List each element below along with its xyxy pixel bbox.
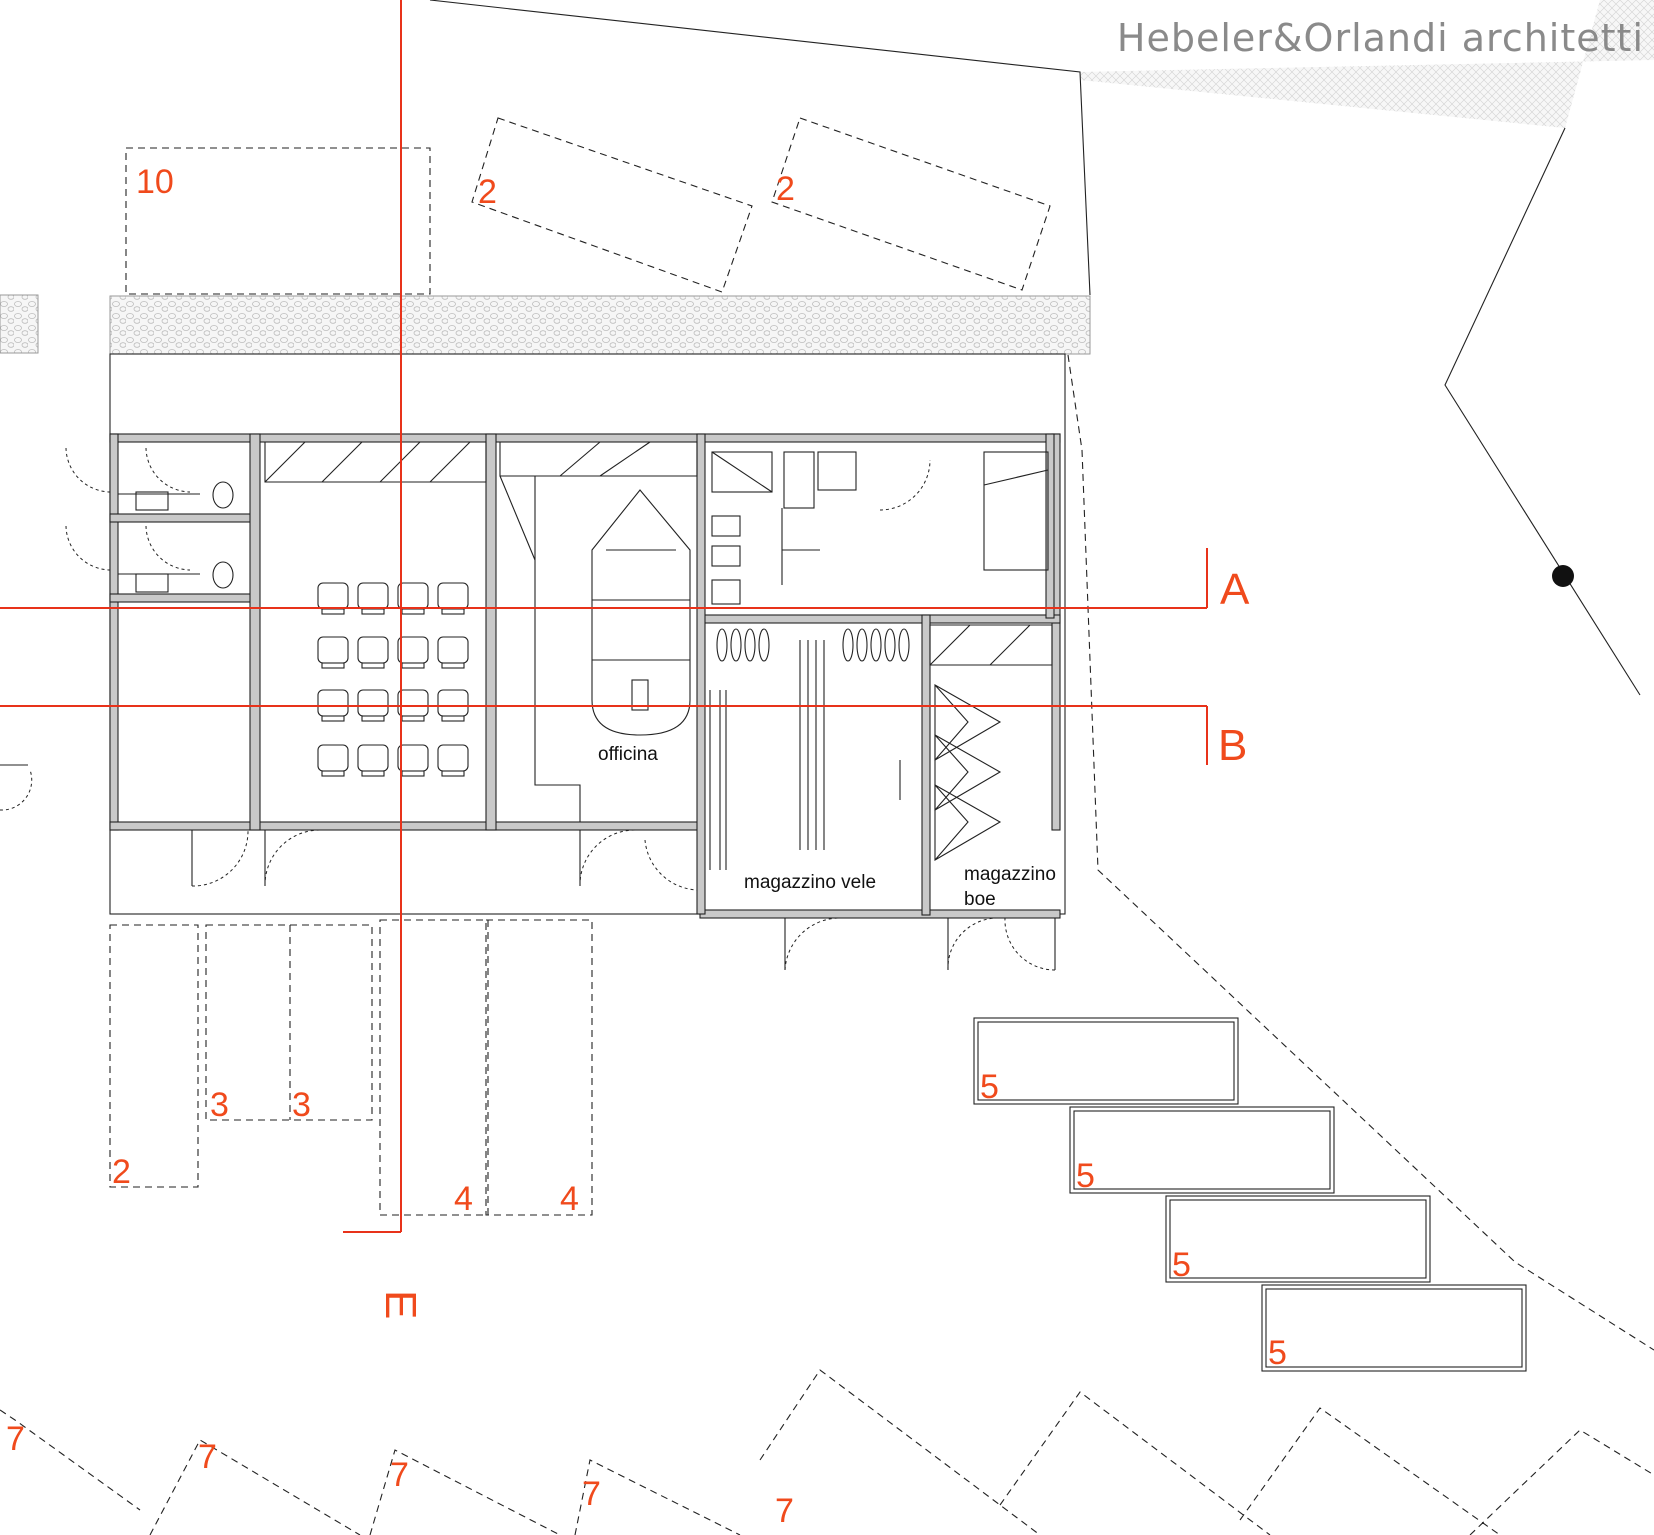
wall-v4 xyxy=(921,614,931,916)
survey-point xyxy=(1552,565,1574,587)
marker-5a: 5 xyxy=(980,1068,999,1106)
terrace-texture xyxy=(1080,0,1654,128)
boat xyxy=(591,489,691,736)
section-label-a: A xyxy=(1220,565,1250,614)
shore-line xyxy=(1444,127,1641,696)
dashed-boundary xyxy=(1067,354,1654,1351)
marker-3b: 3 xyxy=(292,1086,311,1124)
marker-2a: 2 xyxy=(478,173,497,211)
marker-3a: 3 xyxy=(210,1086,229,1124)
marker-5c: 5 xyxy=(1172,1246,1191,1284)
marker-7c: 7 xyxy=(390,1456,409,1494)
wall-v1 xyxy=(249,433,261,831)
marker-4a: 4 xyxy=(454,1180,473,1218)
boat-motor xyxy=(631,679,649,711)
wall-bottom-left xyxy=(109,821,701,831)
marker-10: 10 xyxy=(136,163,174,201)
sail-racks xyxy=(709,628,910,870)
storage-shelves-3 xyxy=(929,624,1053,666)
firm-name: Hebeler&Orlandi architetti xyxy=(1116,16,1644,60)
boat-inner xyxy=(592,549,690,661)
wall-v2 xyxy=(485,433,497,831)
workshop-ramp xyxy=(499,475,536,561)
marker-5b: 5 xyxy=(1076,1157,1095,1195)
boat-trailers xyxy=(973,1017,1527,1372)
parking-outlines xyxy=(109,117,1051,1216)
marker-7d: 7 xyxy=(582,1475,601,1513)
marker-7b: 7 xyxy=(198,1438,217,1476)
marker-7e: 7 xyxy=(775,1492,794,1530)
chairs xyxy=(317,582,469,777)
workshop-zone xyxy=(500,475,581,822)
wall-mid-horizontal xyxy=(699,614,1061,624)
wall-v5 xyxy=(1045,433,1055,619)
wall-wc-2 xyxy=(109,593,256,603)
section-label-b: B xyxy=(1218,721,1247,770)
wall-wc xyxy=(109,513,256,523)
buoy-racks xyxy=(934,684,1002,861)
section-label-e: E xyxy=(376,1290,425,1319)
pebble-path xyxy=(109,295,1091,355)
wc-fixtures xyxy=(118,481,234,593)
storage-shelves-2 xyxy=(499,441,698,477)
site-boundary xyxy=(429,0,1091,296)
room-label-magazzino-boe-2: boe xyxy=(964,889,996,910)
marker-2c: 2 xyxy=(112,1153,131,1191)
marker-2b: 2 xyxy=(776,170,795,208)
marker-4b: 4 xyxy=(560,1180,579,1218)
storage-shelves-1 xyxy=(264,441,487,483)
wall-left xyxy=(109,433,119,831)
doors xyxy=(0,447,1056,971)
mooring-outlines xyxy=(0,1369,1654,1535)
pebble-path-left xyxy=(0,294,39,354)
wall-v3 xyxy=(696,433,706,915)
parking-numbers: 10 2 2 2 3 3 4 4 5 5 5 5 7 7 7 7 7 xyxy=(6,163,1287,1530)
room-label-magazzino-vele: magazzino vele xyxy=(744,872,876,893)
section-lines xyxy=(0,0,1208,1233)
marker-7a: 7 xyxy=(6,1420,25,1458)
room-label-magazzino-boe-1: magazzino xyxy=(964,864,1056,885)
marker-5d: 5 xyxy=(1268,1334,1287,1372)
room-label-officina: officina xyxy=(598,744,658,765)
apartment-fixtures xyxy=(711,451,1049,605)
wall-bottom-right xyxy=(699,909,1061,919)
